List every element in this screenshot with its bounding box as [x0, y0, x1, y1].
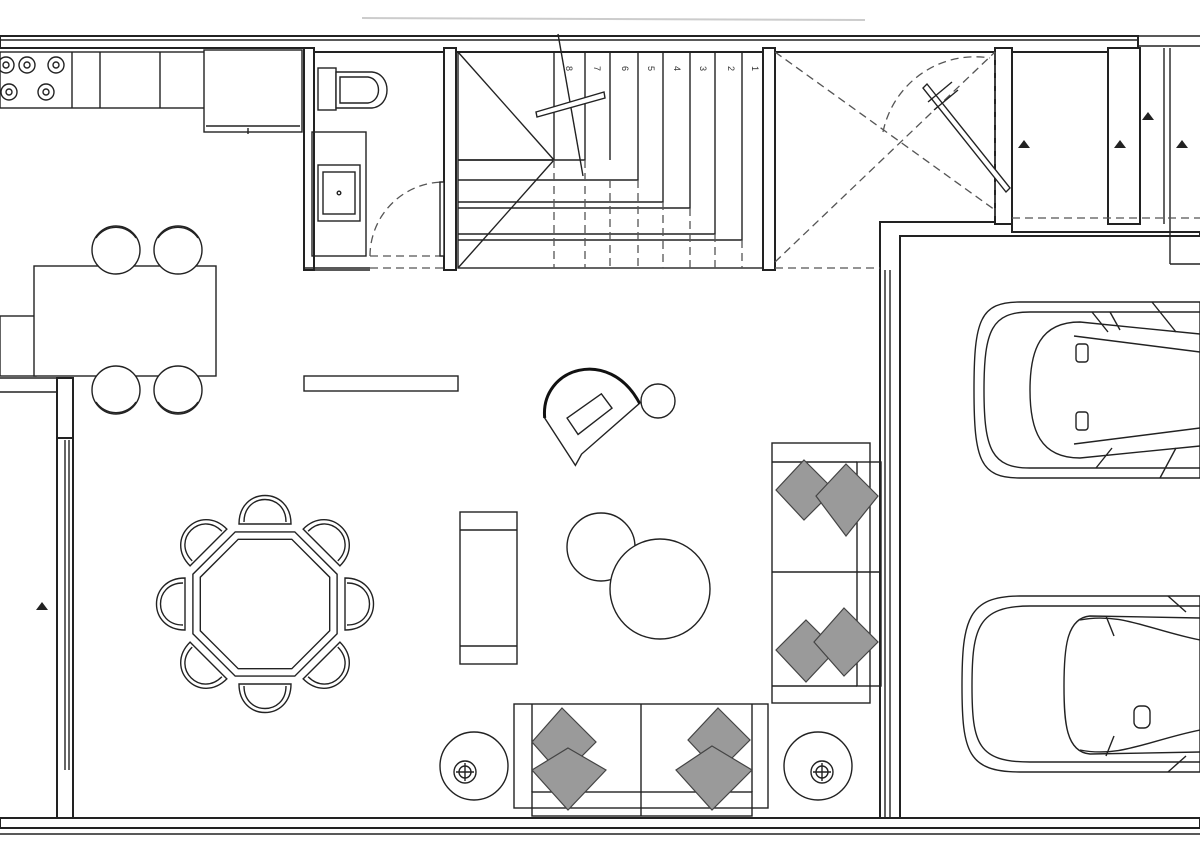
dining-chair — [302, 519, 350, 567]
dining-chair — [238, 494, 292, 525]
dining-chair — [180, 641, 228, 689]
dining-chair — [155, 577, 186, 631]
table-top-outer — [192, 531, 338, 677]
stair-number-6: 6 — [620, 66, 630, 71]
stove-burners — [0, 56, 65, 101]
stair-step-numbers: 8 7 6 5 4 3 2 1 — [564, 66, 760, 71]
table-top-inner — [199, 538, 331, 670]
refrigerator — [203, 49, 303, 134]
dining-chair — [344, 577, 375, 631]
nesting-coffee-tables — [566, 512, 711, 640]
dining-chair — [180, 519, 228, 567]
kitchen-island — [0, 225, 217, 415]
stair-number-2: 2 — [726, 66, 736, 71]
bench — [459, 511, 518, 665]
dining-chair — [238, 683, 292, 714]
dining-chair — [302, 641, 350, 689]
sofa-right-pillows — [775, 459, 879, 683]
octagonal-dining-table — [155, 494, 375, 714]
exterior-walls — [0, 35, 1200, 835]
stair-number-8: 8 — [564, 66, 574, 71]
sofa-bottom-pillows — [531, 707, 753, 811]
staircase — [457, 33, 764, 269]
floor-lamp-right — [783, 731, 853, 801]
toilet — [317, 67, 388, 111]
bathroom-door-swing — [369, 181, 445, 257]
stair-number-7: 7 — [592, 66, 602, 71]
stair-number-5: 5 — [646, 66, 656, 71]
floor-lamp-left — [439, 731, 509, 801]
side-table — [640, 383, 676, 419]
kitchen-counter — [0, 51, 206, 109]
angled-door — [882, 56, 1011, 194]
stair-number-1: 1 — [750, 66, 760, 71]
stair-number-3: 3 — [698, 66, 708, 71]
door-openings-dashed — [370, 51, 1200, 269]
car-top — [973, 301, 1200, 479]
stair-number-4: 4 — [672, 66, 682, 71]
bathroom-vanity — [311, 131, 367, 257]
storage-arrows — [36, 112, 1188, 610]
lounge-armchair — [543, 367, 641, 467]
half-wall — [303, 375, 459, 392]
car-bottom — [961, 595, 1200, 773]
top-faint-line — [361, 17, 866, 21]
